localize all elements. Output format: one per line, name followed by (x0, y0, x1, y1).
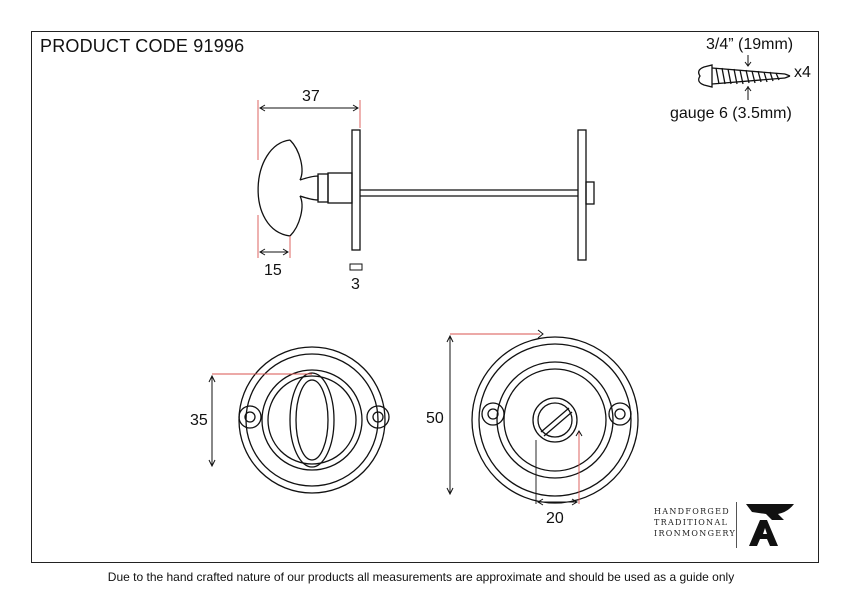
footer-disclaimer: Due to the hand crafted nature of our pr… (107, 570, 735, 584)
rose-diameter-label: 50 (426, 410, 444, 427)
brand-line-3: IRONMONGERY (654, 529, 737, 538)
drawing-frame (31, 31, 819, 563)
plate-thickness-label: 3 (351, 276, 360, 293)
screw-quantity-label: x4 (794, 64, 811, 81)
screw-icon (698, 64, 791, 88)
screw-length-label: 3/4” (19mm) (706, 36, 794, 53)
brand-divider (736, 502, 737, 548)
knob-depth-label: 15 (264, 262, 282, 279)
brand-line-2: TRADITIONAL (654, 518, 729, 527)
knob-length-label: 37 (302, 88, 320, 105)
thumb-turn-rose (238, 346, 390, 494)
turn-height-label: 35 (190, 412, 208, 429)
release-rose (471, 336, 639, 504)
release-width-label: 20 (546, 510, 564, 527)
screw-gauge-label: gauge 6 (3.5mm) (670, 105, 792, 122)
knob-side-view (257, 129, 595, 261)
brand-line-1: HANDFORGED (654, 507, 730, 516)
anvil-logo-icon (746, 504, 794, 546)
product-code: PRODUCT CODE 91996 (40, 36, 245, 56)
brand-block: HANDFORGED TRADITIONAL IRONMONGERY (648, 502, 818, 552)
